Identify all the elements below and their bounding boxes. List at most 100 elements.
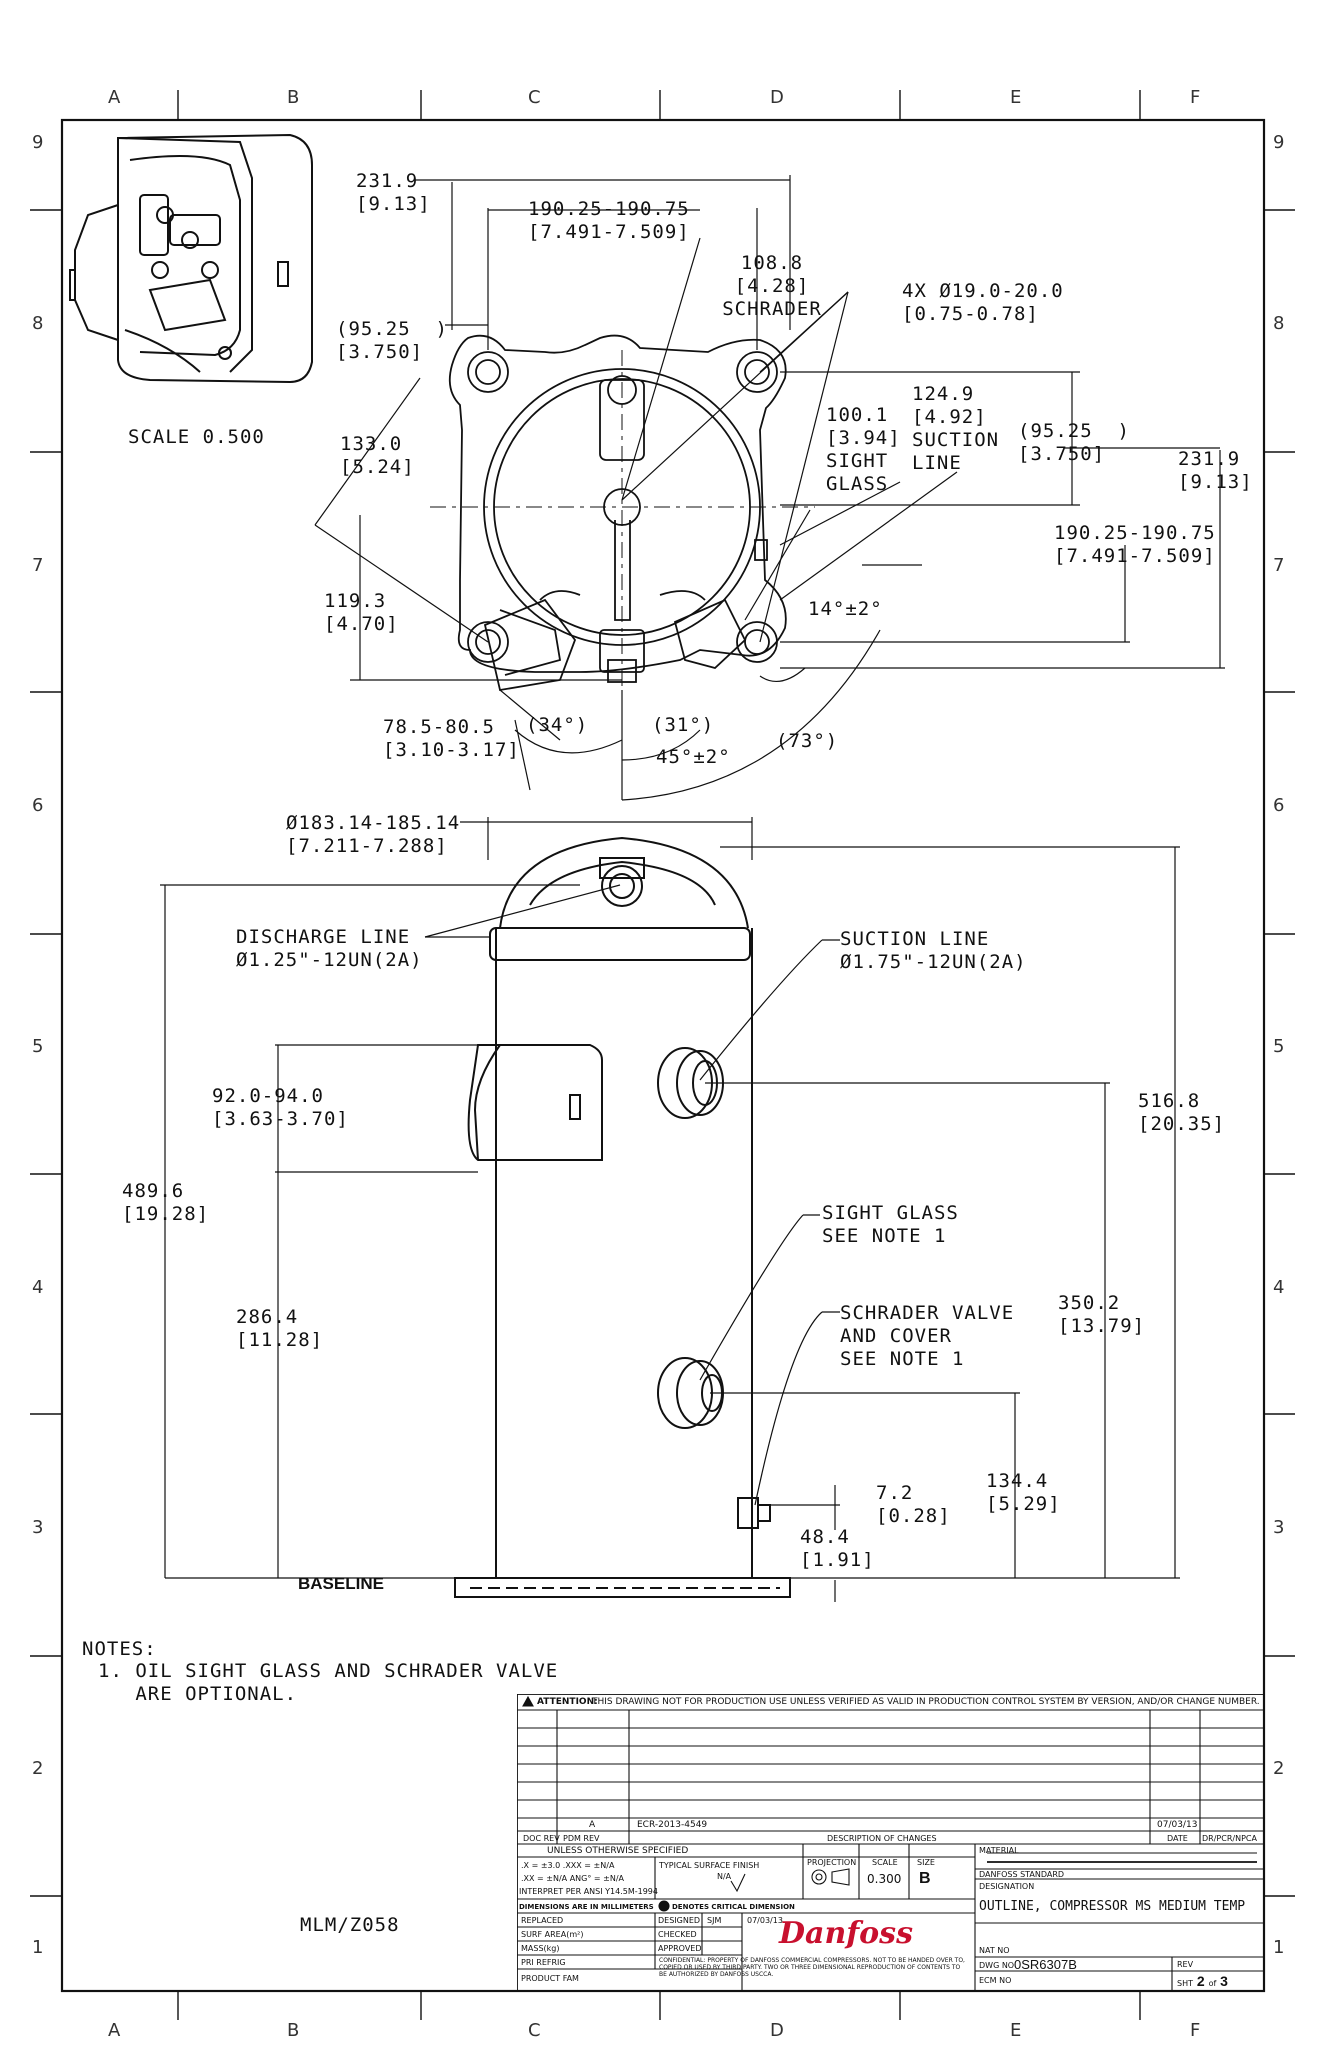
side-view bbox=[454, 836, 791, 1598]
size-value: B bbox=[919, 1870, 931, 1887]
baseline-label: BASELINE bbox=[298, 1574, 384, 1593]
zone-col-e-bottom: E bbox=[1010, 2020, 1022, 2041]
hdr-dr: DR/PCR/NPCA bbox=[1202, 1834, 1257, 1843]
zone-row-6-right: 6 bbox=[1273, 795, 1285, 816]
zone-col-d-bottom: D bbox=[770, 2020, 784, 2041]
dim-350: 350.2 [13.79] bbox=[1058, 1292, 1146, 1337]
dim-108-schrader: 108.8 [4.28] SCHRADER bbox=[722, 252, 822, 320]
dim-133: 133.0 [5.24] bbox=[340, 433, 415, 478]
dim-231-left: 231.9 [9.13] bbox=[356, 170, 431, 215]
pri-refrig-label: PRI REFRIG bbox=[521, 1958, 566, 1967]
dim-34deg: (34°) bbox=[526, 714, 589, 736]
dim-78: 78.5-80.5 [3.10-3.17] bbox=[383, 716, 520, 761]
dim-73deg: (73°) bbox=[776, 730, 839, 752]
rev-label: REV bbox=[1177, 1960, 1194, 1969]
critical-dimension: DENOTES CRITICAL DIMENSION bbox=[672, 1903, 795, 1911]
zone-col-e-top: E bbox=[1010, 87, 1022, 108]
interpret-per: INTERPRET PER ANSI Y14.5M-1994 bbox=[519, 1887, 658, 1896]
zone-col-b-top: B bbox=[287, 87, 300, 108]
zone-row-2-right: 2 bbox=[1273, 1758, 1285, 1779]
dim-92: 92.0-94.0 [3.63-3.70] bbox=[212, 1085, 349, 1130]
zone-col-f-bottom: F bbox=[1190, 2020, 1201, 2041]
attention-text: THIS DRAWING NOT FOR PRODUCTION USE UNLE… bbox=[592, 1697, 1260, 1707]
projection-label: PROJECTION bbox=[807, 1858, 857, 1867]
dim-231-right: 231.9 [9.13] bbox=[1178, 448, 1253, 493]
zone-col-c-bottom: C bbox=[528, 2020, 541, 2041]
title-block: ATTENTION: THIS DRAWING NOT FOR PRODUCTI… bbox=[517, 1694, 1265, 1991]
dims-in-mm: DIMENSIONS ARE IN MILLIMETERS bbox=[519, 1903, 654, 1911]
hdr-pdm-rev: PDM REV bbox=[563, 1834, 600, 1843]
zone-row-5-right: 5 bbox=[1273, 1036, 1285, 1057]
dim-100-sight: 100.1 [3.94] SIGHT GLASS bbox=[826, 404, 901, 495]
zone-row-9-left: 9 bbox=[32, 132, 44, 153]
danfoss-logo: Danfoss bbox=[779, 1916, 913, 1951]
title-block-grid bbox=[517, 1694, 1265, 1991]
dim-95-left: (95.25 ) [3.750] bbox=[336, 318, 448, 363]
discharge-line-label: DISCHARGE LINE Ø1.25"-12UN(2A) bbox=[236, 926, 423, 971]
designation-label: DESIGNATION bbox=[979, 1882, 1035, 1891]
surf-area-label: SURF AREA(m²) bbox=[521, 1930, 584, 1939]
rev-date: 07/03/13 bbox=[1157, 1820, 1198, 1830]
sight-glass-label: SIGHT GLASS SEE NOTE 1 bbox=[822, 1202, 959, 1247]
dim-48: 48.4 [1.91] bbox=[800, 1526, 875, 1571]
zone-row-4-right: 4 bbox=[1273, 1277, 1285, 1298]
replaced-label: REPLACED bbox=[521, 1916, 564, 1925]
zone-row-2-left: 2 bbox=[32, 1758, 44, 1779]
dim-124-suction: 124.9 [4.92] SUCTION LINE bbox=[912, 383, 1000, 474]
zone-col-a-bottom: A bbox=[108, 2020, 121, 2041]
zone-row-8-left: 8 bbox=[32, 313, 44, 334]
note-1: 1. OIL SIGHT GLASS AND SCHRADER VALVE AR… bbox=[98, 1660, 559, 1705]
zone-col-d-top: D bbox=[770, 87, 784, 108]
checked-label: CHECKED bbox=[658, 1930, 697, 1939]
tolerance-2: .XX = ±N/A ANG° = ±N/A bbox=[521, 1874, 624, 1883]
zone-row-5-left: 5 bbox=[32, 1036, 44, 1057]
zone-row-9-right: 9 bbox=[1273, 132, 1285, 153]
dim-489: 489.6 [19.28] bbox=[122, 1180, 210, 1225]
dwg-no-label: DWG NO bbox=[979, 1961, 1015, 1970]
material-label: MATERIAL bbox=[979, 1846, 1019, 1855]
zone-row-6-left: 6 bbox=[32, 795, 44, 816]
designed-date: 07/03/13 bbox=[747, 1916, 783, 1925]
dim-190-right: 190.25-190.75 [7.491-7.509] bbox=[1054, 522, 1216, 567]
zone-col-f-top: F bbox=[1190, 87, 1201, 108]
zone-row-4-left: 4 bbox=[32, 1277, 44, 1298]
dim-95-right: (95.25 ) [3.750] bbox=[1018, 420, 1130, 465]
danfoss-standard: DANFOSS STANDARD bbox=[979, 1870, 1065, 1879]
dim-diameter: Ø183.14-185.14 [7.211-7.288] bbox=[286, 812, 461, 857]
zone-col-b-bottom: B bbox=[287, 2020, 300, 2041]
top-view bbox=[448, 334, 787, 692]
zone-row-8-right: 8 bbox=[1273, 313, 1285, 334]
finish-label: TYPICAL SURFACE FINISH bbox=[659, 1861, 760, 1870]
sheet-total: 3 bbox=[1220, 1973, 1228, 1989]
ecr-number: ECR-2013-4549 bbox=[637, 1820, 708, 1830]
schrader-valve-label: SCHRADER VALVE AND COVER SEE NOTE 1 bbox=[840, 1302, 1015, 1370]
designation-value: OUTLINE, COMPRESSOR MS MEDIUM TEMP bbox=[979, 1899, 1246, 1914]
dim-holes: 4X Ø19.0-20.0 [0.75-0.78] bbox=[902, 280, 1064, 325]
sheet-of: of bbox=[1208, 1979, 1217, 1988]
product-fam-label: PRODUCT FAM bbox=[521, 1974, 579, 1983]
sheet-label: SHT bbox=[1177, 1979, 1193, 1988]
zone-row-1-right: 1 bbox=[1273, 1937, 1285, 1958]
suction-line-label: SUCTION LINE Ø1.75"-12UN(2A) bbox=[840, 928, 1027, 973]
ecm-no-label: ECM NO bbox=[979, 1976, 1012, 1985]
attention-label: ATTENTION: bbox=[537, 1697, 598, 1707]
mass-label: MASS(kg) bbox=[521, 1944, 560, 1953]
dim-7: 7.2 [0.28] bbox=[876, 1482, 951, 1527]
notes-heading: NOTES: bbox=[82, 1638, 157, 1660]
finish-value: N/A bbox=[717, 1872, 732, 1881]
designed-label: DESIGNED bbox=[658, 1916, 701, 1925]
scale-label: SCALE bbox=[872, 1858, 898, 1867]
confidential-notice: CONFIDENTIAL: PROPERTY OF DANFOSS COMMER… bbox=[659, 1957, 965, 1978]
dim-119: 119.3 [4.70] bbox=[324, 590, 399, 635]
rev-letter: A bbox=[589, 1820, 596, 1830]
scale-value: 0.300 bbox=[867, 1872, 902, 1886]
designed-by: SJM bbox=[707, 1916, 722, 1925]
dim-190-top: 190.25-190.75 [7.491-7.509] bbox=[528, 198, 690, 243]
zone-row-7-left: 7 bbox=[32, 555, 44, 576]
hdr-date: DATE bbox=[1167, 1834, 1188, 1843]
dim-286: 286.4 [11.28] bbox=[236, 1306, 324, 1351]
dim-31deg: (31°) bbox=[652, 714, 715, 736]
nat-no-label: NAT NO bbox=[979, 1946, 1010, 1955]
dwg-no-value: 0SR6307B bbox=[1014, 1957, 1077, 1972]
